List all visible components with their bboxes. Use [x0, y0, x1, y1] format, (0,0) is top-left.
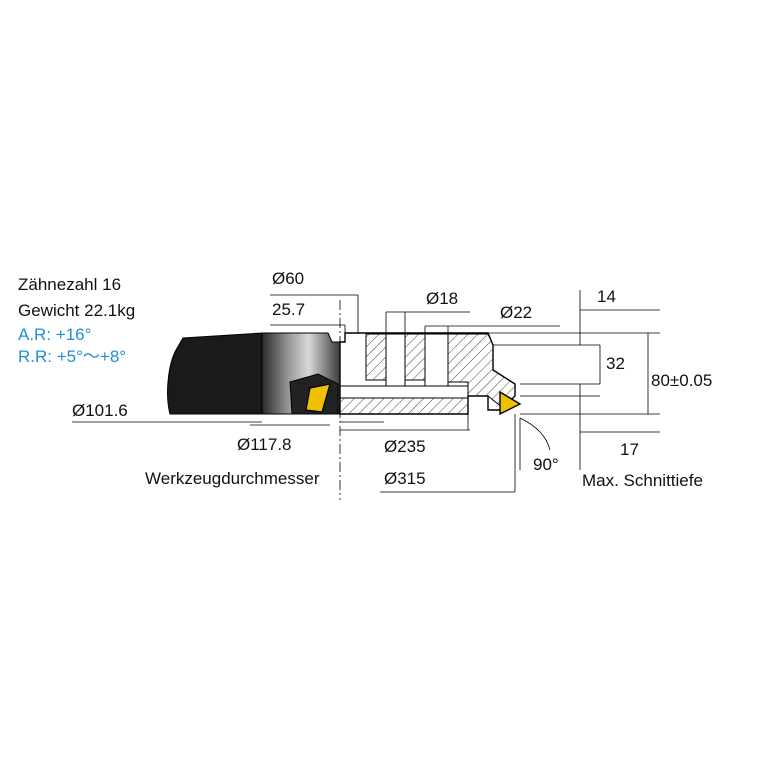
- dim-d101-6: Ø101.6: [72, 401, 128, 420]
- bolt-hole-b: [424, 333, 449, 387]
- teeth-count: Zähnezahl 16: [18, 275, 122, 294]
- right-insert-icon: [499, 390, 522, 416]
- cutter-body-dark: [167, 332, 263, 415]
- dim-d22: Ø22: [500, 303, 533, 322]
- dim-d315: Ø315: [384, 469, 426, 488]
- axial-rake: A.R: +16°: [18, 325, 92, 344]
- dim-32: 32: [606, 354, 625, 373]
- left-insert-icon: [305, 383, 331, 413]
- dim-17: 17: [620, 440, 639, 459]
- dim-d60: Ø60: [272, 269, 305, 288]
- tool-diameter-label: Werkzeugdurchmesser: [145, 469, 320, 488]
- dim-25-7: 25.7: [272, 300, 306, 319]
- dim-80: 80±0.05: [651, 371, 713, 390]
- hatch-bottom: [339, 397, 469, 415]
- dim-d117-8: Ø117.8: [237, 435, 292, 454]
- dim-d235: Ø235: [384, 437, 426, 456]
- hatch-left: [365, 333, 387, 381]
- hatch-mid: [404, 333, 426, 381]
- angle-90: 90°: [533, 455, 559, 474]
- bolt-hole-a: [385, 333, 406, 387]
- dim-14: 14: [597, 287, 616, 306]
- weight: Gewicht 22.1kg: [18, 301, 136, 320]
- radial-rake: R.R: +5°～+8°: [18, 347, 127, 366]
- max-cut-depth-label: Max. Schnittiefe: [582, 471, 703, 490]
- dim-d18: Ø18: [426, 289, 459, 308]
